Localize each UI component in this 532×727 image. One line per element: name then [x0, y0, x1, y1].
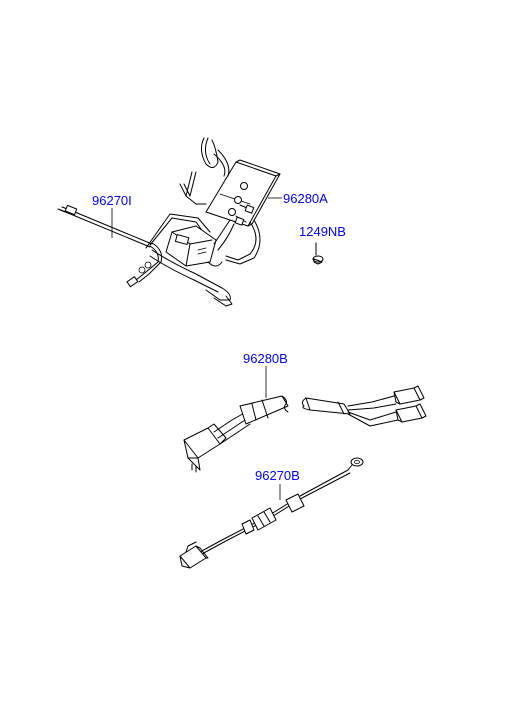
amplifier-harness-assembly	[57, 137, 282, 307]
extension-right-connector-top	[393, 385, 425, 405]
amplifier-box[interactable]	[165, 225, 223, 267]
label-96280A[interactable]: 96280A	[283, 191, 328, 206]
extension-right-connector-bottom	[395, 403, 427, 423]
antenna-lead-96270I[interactable]	[57, 204, 163, 288]
extension-cable-96280B[interactable]	[183, 366, 427, 473]
label-96270I[interactable]: 96270I	[92, 193, 132, 208]
upper-wire-loops	[179, 137, 230, 205]
label-96280B[interactable]: 96280B	[243, 351, 288, 366]
extension-left-connector	[183, 423, 227, 473]
label-1249NB[interactable]: 1249NB	[299, 224, 346, 239]
ground-lead-96270B[interactable]	[179, 457, 364, 569]
ring-terminal	[347, 457, 364, 471]
amplifier-module-96280A[interactable]	[205, 159, 281, 265]
label-96270B[interactable]: 96270B	[255, 468, 300, 483]
ground-lead-plug	[179, 541, 209, 569]
screw-1249NB[interactable]	[312, 242, 324, 265]
